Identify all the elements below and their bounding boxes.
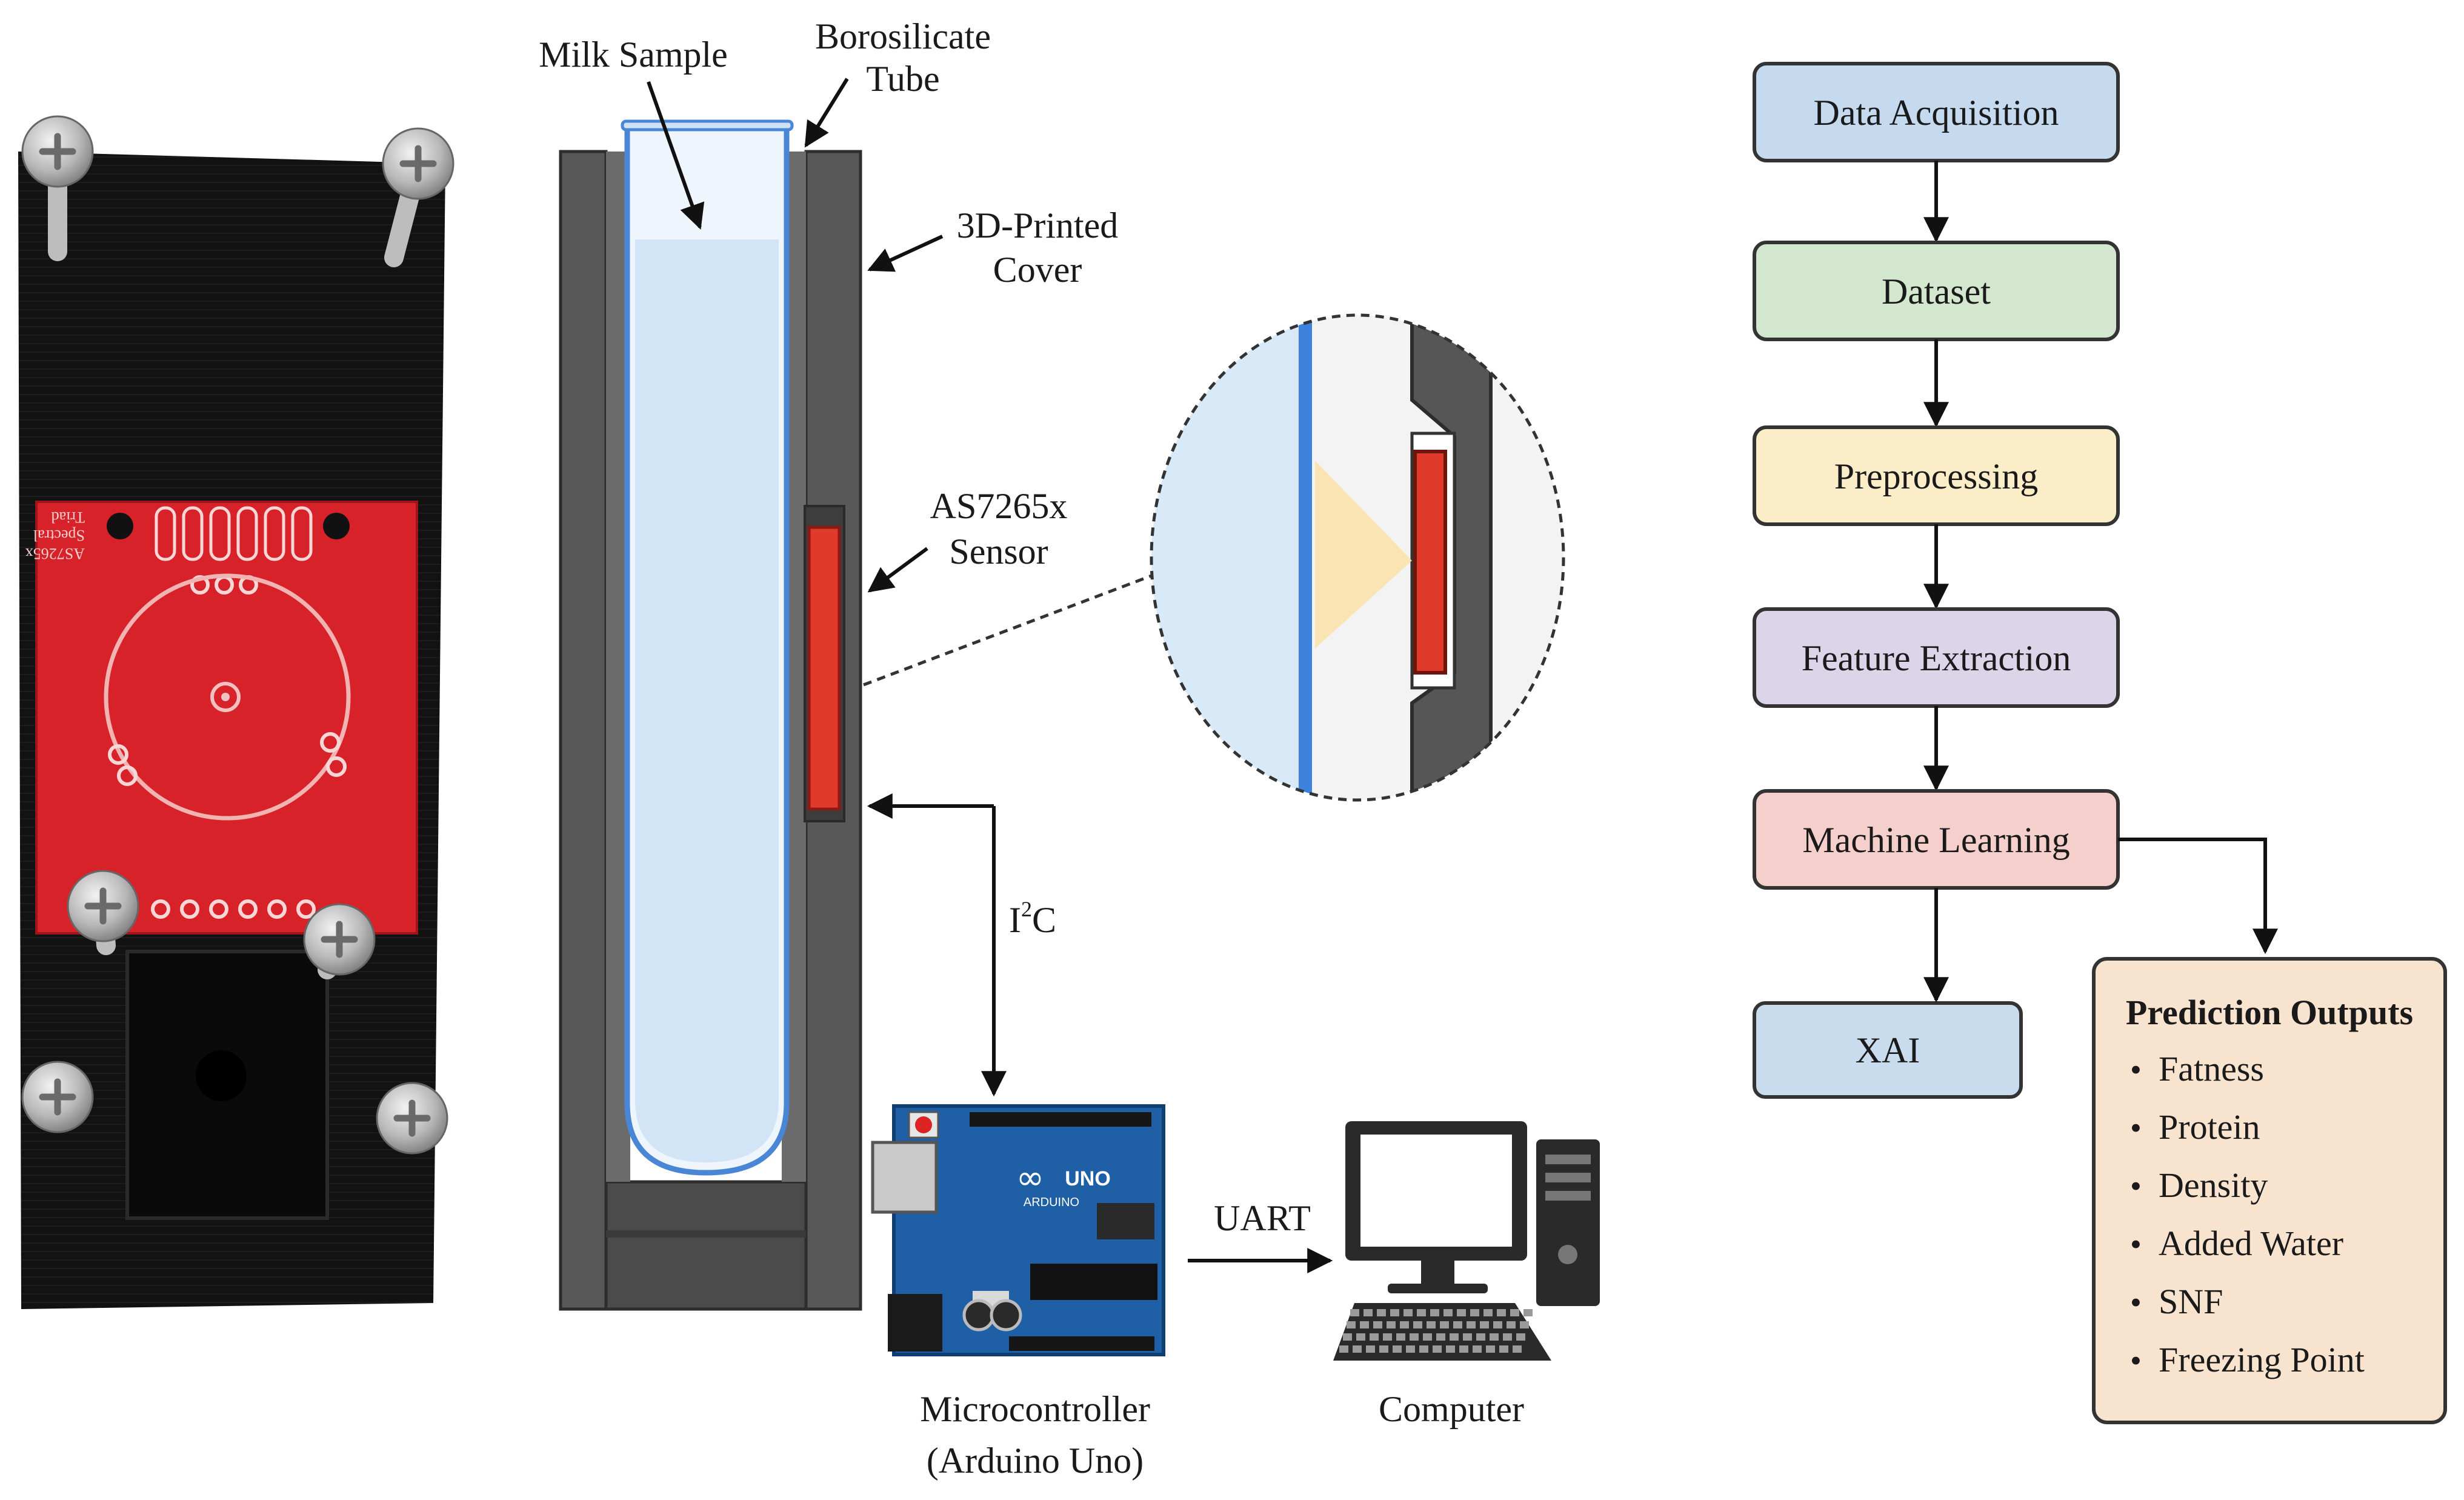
arrow-milk-sample — [647, 81, 705, 230]
tube-rim — [621, 119, 794, 132]
sensor-pcb — [35, 501, 418, 935]
label-tube-1: Borosilicate — [815, 16, 991, 56]
zoom-sensor — [1413, 450, 1447, 675]
pcb-silkscreen-1: AS7265x — [25, 545, 85, 562]
label-uart: UART — [1214, 1198, 1311, 1238]
flow-step-label: Feature Extraction — [1802, 638, 2071, 678]
zoom-outline — [1150, 313, 1565, 802]
output-bullet: • — [2130, 1226, 2142, 1262]
prediction-outputs: Prediction Outputs • Fatness • Protein • Densi… — [2092, 957, 2447, 1424]
cutout-hole — [196, 1050, 247, 1101]
flowchart: Data AcquisitionDatasetPreprocessingFeat… — [1753, 62, 2447, 1424]
cover-floor-band — [606, 1230, 806, 1238]
pcb-bottom-pads — [108, 732, 347, 919]
label-sensor-1: AS7265x — [930, 486, 1068, 526]
label-mcu-2: (Arduino Uno) — [927, 1441, 1144, 1481]
keyboard-keys — [1339, 1309, 1533, 1353]
output-item: SNF — [2159, 1282, 2223, 1321]
arduino-uno: ∞ UNO ARDUINO — [871, 1104, 1165, 1356]
outputs-box — [2092, 957, 2447, 1424]
label-milk-sample: Milk Sample — [539, 35, 728, 75]
flow-step: Feature Extraction — [1753, 607, 2120, 708]
arrow-cover — [867, 235, 944, 272]
pcb-circle-outline — [104, 573, 351, 821]
monitor-screen — [1360, 1135, 1512, 1247]
flow-xai: XAI — [1753, 1001, 2023, 1099]
zoom-tube-wall — [1299, 315, 1312, 800]
flow-step: Dataset — [1753, 241, 2120, 341]
xai-label: XAI — [1856, 1030, 1920, 1070]
flow-step-label: Data Acquisition — [1814, 93, 2059, 133]
pcb-sensor-center — [210, 682, 241, 712]
screws — [21, 115, 455, 1155]
printed-cover — [559, 150, 608, 1311]
zoom-milk — [1151, 315, 1300, 800]
arrow-sensor — [867, 547, 928, 593]
usb-port — [871, 1141, 938, 1214]
flow-step: Machine Learning — [1753, 789, 2120, 890]
output-item: Density — [2159, 1165, 2268, 1205]
output-item: Fatness — [2159, 1049, 2264, 1088]
milk-sample — [635, 239, 779, 1162]
pcb-silkscreen-3: Triad — [52, 508, 85, 526]
zoom-leader — [863, 574, 1152, 687]
label-sensor-2: Sensor — [949, 532, 1048, 572]
output-bullet: • — [2130, 1110, 2142, 1146]
label-tube-2: Tube — [866, 59, 939, 99]
arduino-infinity: ∞ — [1016, 1158, 1045, 1198]
device-photo: AS7265x Spectral Triad — [18, 115, 455, 1309]
pcb-mount-hole — [323, 513, 350, 539]
cross-section — [559, 119, 862, 1311]
label-i2c: I2C — [1009, 897, 1056, 940]
output-item: Added Water — [2159, 1224, 2343, 1263]
output-bullet: • — [2130, 1168, 2142, 1204]
tower — [1536, 1139, 1600, 1306]
output-bullet: • — [2130, 1342, 2142, 1379]
flow-step-label: Machine Learning — [1802, 820, 2069, 860]
callout-arrows — [647, 78, 1333, 1273]
header-top — [970, 1112, 1151, 1127]
output-bullet: • — [2130, 1052, 2142, 1088]
output-bullet: • — [2130, 1284, 2142, 1321]
label-computer: Computer — [1379, 1389, 1524, 1429]
pcb-silkscreen-2: Spectral — [33, 527, 85, 544]
xai-box — [1753, 1001, 2023, 1099]
sensor-element — [807, 525, 841, 811]
flow-step-label: Preprocessing — [1834, 456, 2039, 496]
flow-arrow-outputs — [2118, 838, 2278, 955]
pcb-mount-hole — [107, 513, 133, 539]
header-bottom — [1009, 1336, 1154, 1351]
cover-floor — [604, 1180, 808, 1311]
arduino-logo: UNO — [1065, 1167, 1111, 1190]
pcb-sensor-dot — [221, 693, 230, 701]
power-jack — [888, 1294, 942, 1352]
computer-icon — [1333, 1121, 1600, 1361]
light-cone — [1315, 461, 1412, 648]
flow-step: Preprocessing — [1753, 425, 2120, 526]
arrow-tube — [804, 78, 849, 148]
label-mcu-1: Microcontroller — [920, 1389, 1150, 1429]
flow-step: Data Acquisition — [1753, 62, 2120, 162]
output-item: Protein — [2159, 1107, 2260, 1147]
microchip — [1030, 1264, 1157, 1300]
label-cover-2: Cover — [993, 250, 1082, 290]
output-item: Freezing Point — [2159, 1340, 2365, 1379]
flow-step-label: Dataset — [1882, 272, 1991, 312]
label-cover-1: 3D-Printed — [957, 205, 1119, 245]
arduino-brand: ARDUINO — [1024, 1196, 1079, 1209]
labels: Milk Sample Borosilicate Tube 3D-Printed… — [539, 16, 1524, 1481]
outputs-title: Prediction Outputs — [2126, 993, 2413, 1032]
